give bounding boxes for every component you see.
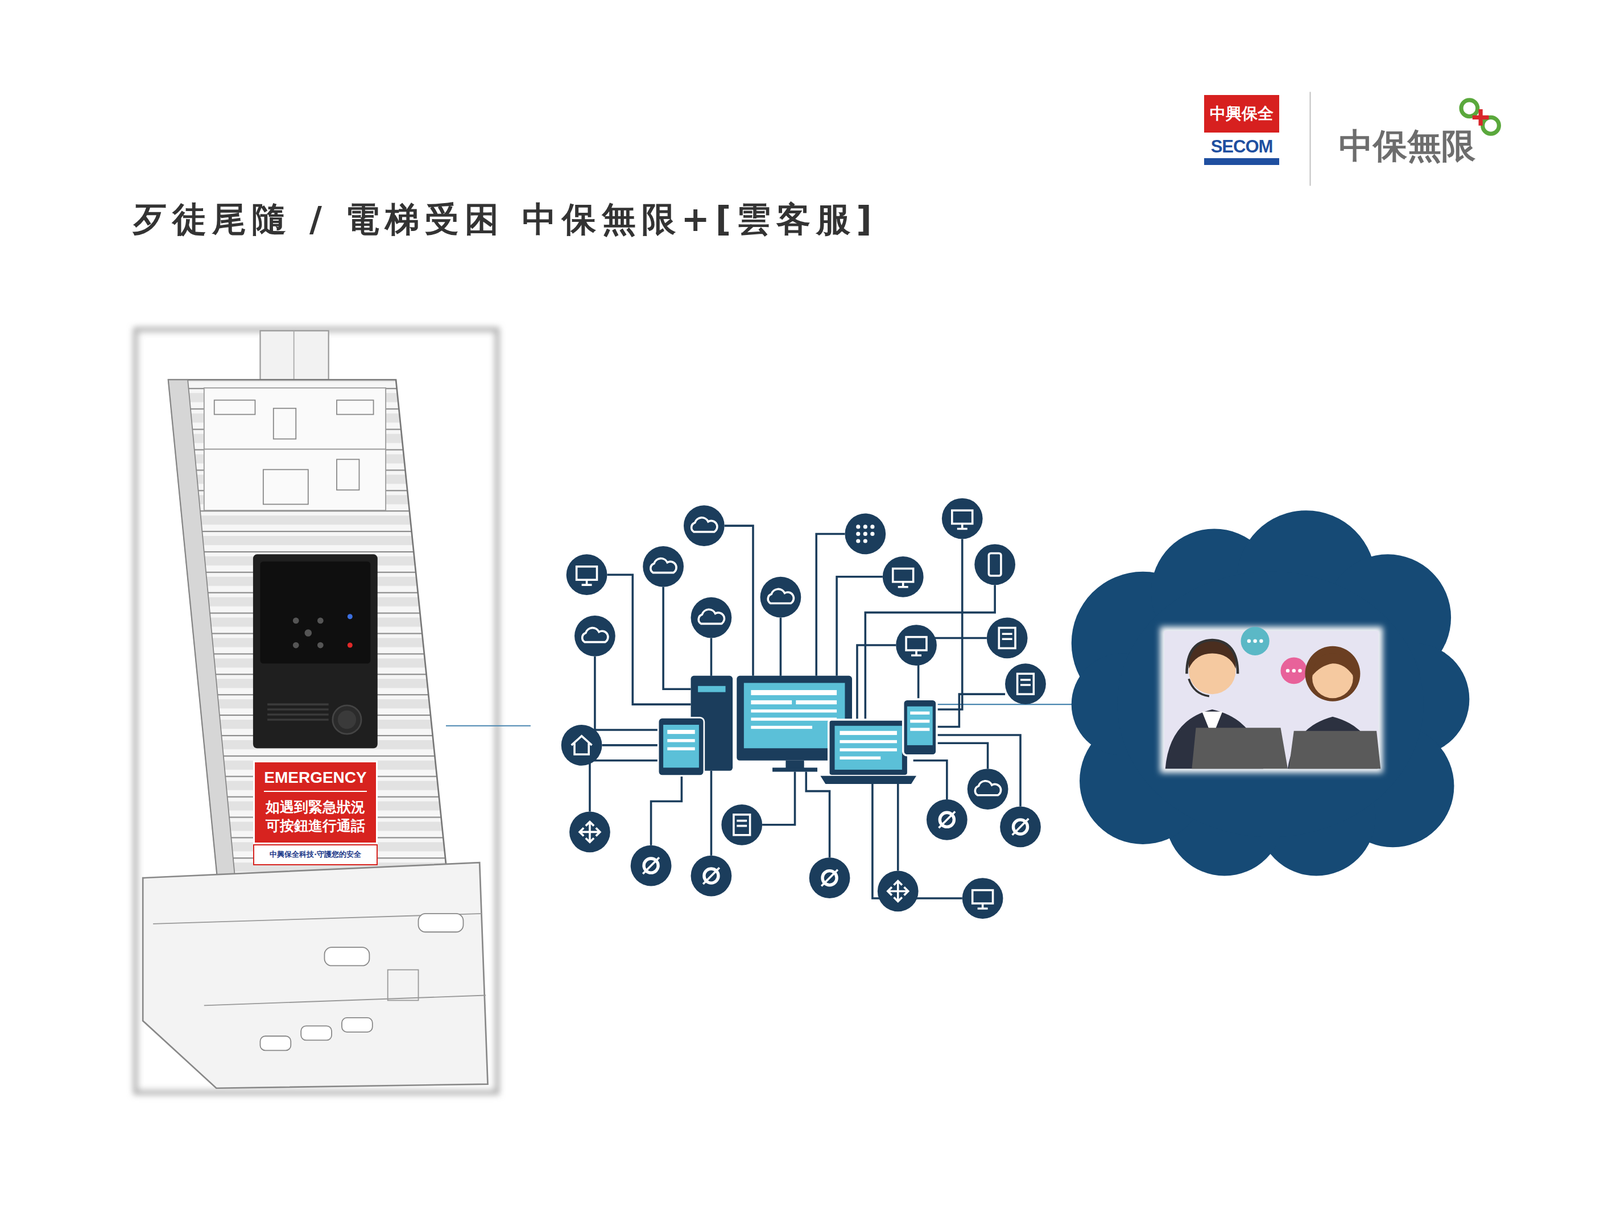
link-line <box>936 703 1074 705</box>
link-line <box>445 725 531 727</box>
node-section: 中興保全科技·守護您的安全 <box>253 844 378 866</box>
brand-bar <box>1204 158 1280 165</box>
cloud-service-illustration <box>1071 510 1470 876</box>
intercom-device <box>253 553 378 748</box>
network-illustration <box>561 498 1047 919</box>
sign-footer: 中興保全科技·守護您的安全 <box>269 849 362 860</box>
divider-line <box>1309 91 1311 186</box>
brand-name: 中興保全 <box>1209 104 1274 124</box>
node-section: EMERGENCY 如遇到緊急狀況 可按鈕進行通話 <box>253 760 378 845</box>
building-illustration <box>135 329 498 1093</box>
page-title: 歹徒尾隨 / 電梯受困 中保無限+[雲客服] <box>132 200 878 238</box>
sign-text: 如遇到緊急狀況 可按鈕進行通話 <box>261 797 370 837</box>
node-box: 中興保全 SECOM <box>1204 94 1280 165</box>
node-section: 中興保全 <box>1204 94 1280 133</box>
node-section: SECOM <box>1204 132 1280 159</box>
brand-label: 中保無限 <box>1338 128 1476 163</box>
node-box: EMERGENCY 如遇到緊急狀況 可按鈕進行通話中興保全科技·守護您的安全 <box>253 760 378 866</box>
sign-heading: EMERGENCY <box>263 767 367 792</box>
brand-name: SECOM <box>1210 135 1273 157</box>
